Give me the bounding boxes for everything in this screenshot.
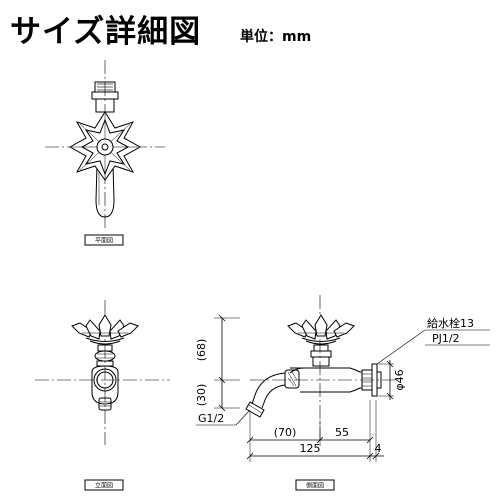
- dim-phi46: φ46: [393, 369, 406, 390]
- inlet-thread: PJ1/2: [432, 332, 460, 345]
- front-view: 立面図: [35, 300, 170, 491]
- side-label: 側面図: [306, 482, 324, 490]
- side-view: (68) (30) G1/2 (70) 55: [195, 295, 490, 491]
- plan-label-box: [84, 234, 124, 246]
- plan-flower-handle: [68, 111, 142, 181]
- plan-spout: [95, 164, 115, 218]
- side-flower-handle: [287, 314, 355, 345]
- unit-label: 単位：mm: [240, 29, 312, 45]
- dim-diameter: [378, 360, 394, 400]
- page-title: サイズ詳細図: [10, 14, 202, 50]
- dim-g12: G1/2: [198, 412, 224, 425]
- dim-125: 125: [300, 442, 321, 455]
- plan-view: 平面図: [45, 60, 165, 246]
- g12-leader: [235, 409, 251, 426]
- side-label-box: [295, 479, 335, 491]
- front-flower-handle: [71, 314, 139, 345]
- dim-68: (68): [195, 339, 208, 362]
- front-body: [91, 344, 119, 411]
- inlet-leader: [376, 329, 426, 365]
- front-label: 立面図: [95, 482, 113, 490]
- inlet-name: 給水栓13: [427, 316, 474, 330]
- dim-vertical: [214, 314, 240, 412]
- dim-30: (30): [195, 384, 208, 407]
- front-label-box: [84, 479, 124, 491]
- dim-70: (70): [274, 426, 297, 439]
- plan-label: 平面図: [95, 238, 113, 245]
- dim-4: 4: [375, 442, 382, 455]
- dim-horizontal: [246, 400, 384, 462]
- side-body: [245, 344, 382, 418]
- dim-55: 55: [335, 426, 349, 439]
